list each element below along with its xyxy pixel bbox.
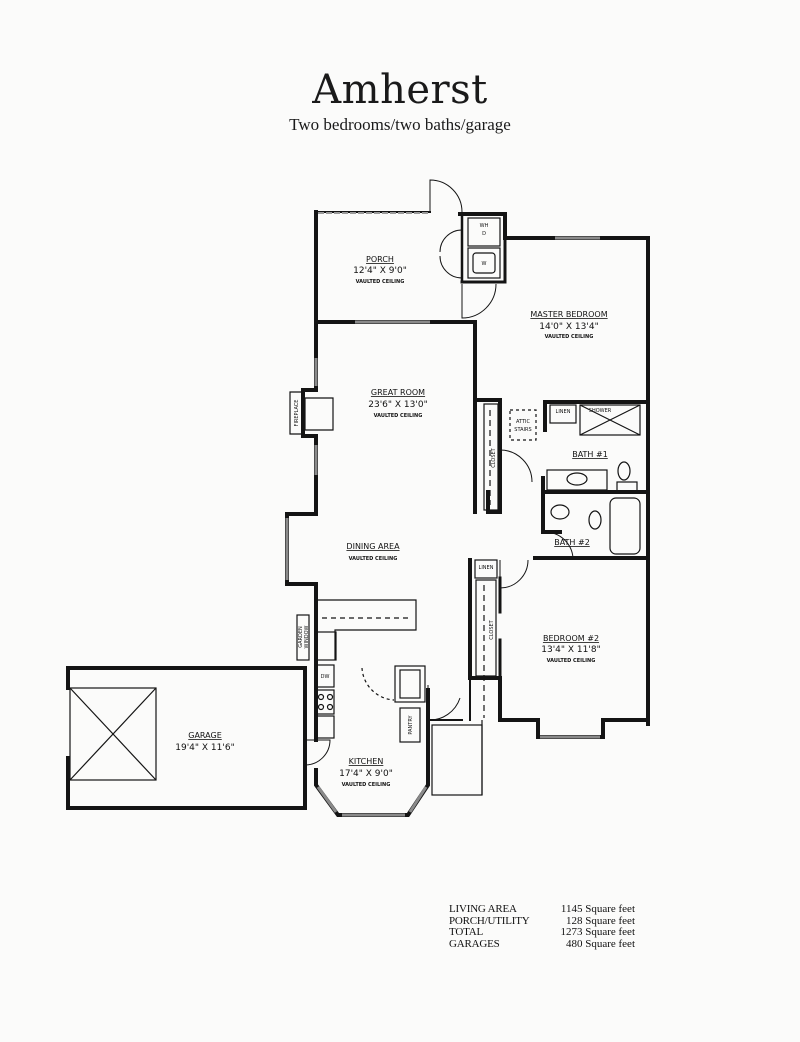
fixture-labels: WH D W LINEN SHOWER ATTIC STAIRS LINEN C… <box>294 223 612 735</box>
porch-note: VAULTED CEILING <box>356 279 405 285</box>
great-room-dimensions: 23'6" X 13'0" <box>368 400 427 410</box>
garden-label: GARDEN <box>298 626 304 648</box>
plan-title: Amherst <box>312 67 488 113</box>
area-label: TOTAL <box>449 926 483 938</box>
master-bedroom-label: MASTER BEDROOM <box>530 310 607 319</box>
closet-1-label: CLOSET <box>491 447 497 467</box>
area-summary-table: LIVING AREA 1145 Square feet PORCH/UTILI… <box>449 903 635 951</box>
room-labels: PORCH 12'4" X 9'0" VAULTED CEILING MASTE… <box>175 255 608 788</box>
washer-label: W <box>482 261 487 267</box>
area-label: GARAGES <box>449 937 500 950</box>
garage-label: GARAGE <box>188 731 222 740</box>
area-value: 1145 Square feet <box>560 903 635 915</box>
porch-dimensions: 12'4" X 9'0" <box>353 266 407 276</box>
fireplace-label: FIREPLACE <box>294 400 300 427</box>
cabinets-and-counters <box>69 212 641 796</box>
bath-1-label: BATH #1 <box>572 450 608 459</box>
stairs-label: STAIRS <box>514 427 531 433</box>
bedroom-2-label: BEDROOM #2 <box>543 634 599 643</box>
master-bedroom-dimensions: 14'0" X 13'4" <box>539 322 598 332</box>
window-label: WINDOW <box>304 626 310 649</box>
great-room-label: GREAT ROOM <box>371 388 425 397</box>
plan-subtitle: Two bedrooms/two baths/garage <box>289 115 511 134</box>
closet-2-label: CLOSET <box>489 619 495 639</box>
area-value: 1273 Square feet <box>560 926 635 938</box>
area-label: PORCH/UTILITY <box>449 914 530 927</box>
garage-dimensions: 19'4" X 11'6" <box>175 743 234 753</box>
bedroom-2-dimensions: 13'4" X 11'8" <box>541 645 600 655</box>
area-value: 128 Square feet <box>565 914 635 927</box>
pantry-label: PANTRY <box>408 714 414 734</box>
master-bedroom-note: VAULTED CEILING <box>545 334 594 340</box>
kitchen-dimensions: 17'4" X 9'0" <box>339 769 393 779</box>
dryer-label: D <box>482 231 486 237</box>
porch-label: PORCH <box>366 255 394 264</box>
dining-area-note: VAULTED CEILING <box>349 556 398 562</box>
walls <box>66 210 650 817</box>
shower-label: SHOWER <box>589 408 612 414</box>
washer-header-label: WH <box>480 223 489 229</box>
kitchen-note: VAULTED CEILING <box>342 782 391 788</box>
dining-area-label: DINING AREA <box>346 542 400 551</box>
area-value: 480 Square feet <box>565 937 635 950</box>
area-row: PORCH/UTILITY 128 Square feet <box>449 914 635 928</box>
area-row: GARAGES 480 Square feet <box>449 937 635 951</box>
bath-2-label: BATH #2 <box>554 538 590 547</box>
great-room-note: VAULTED CEILING <box>374 413 423 419</box>
linen-1-label: LINEN <box>556 409 571 415</box>
kitchen-label: KITCHEN <box>349 757 384 766</box>
windows <box>285 236 600 817</box>
linen-2-label: LINEN <box>479 565 494 571</box>
dishwasher-label: DW <box>321 674 330 680</box>
door-swings <box>304 179 574 766</box>
bedroom-2-note: VAULTED CEILING <box>547 658 596 664</box>
area-row: LIVING AREA 1145 Square feet <box>449 903 635 916</box>
area-row: TOTAL 1273 Square feet <box>449 926 635 939</box>
area-label: LIVING AREA <box>449 903 517 915</box>
attic-label: ATTIC <box>516 419 531 425</box>
